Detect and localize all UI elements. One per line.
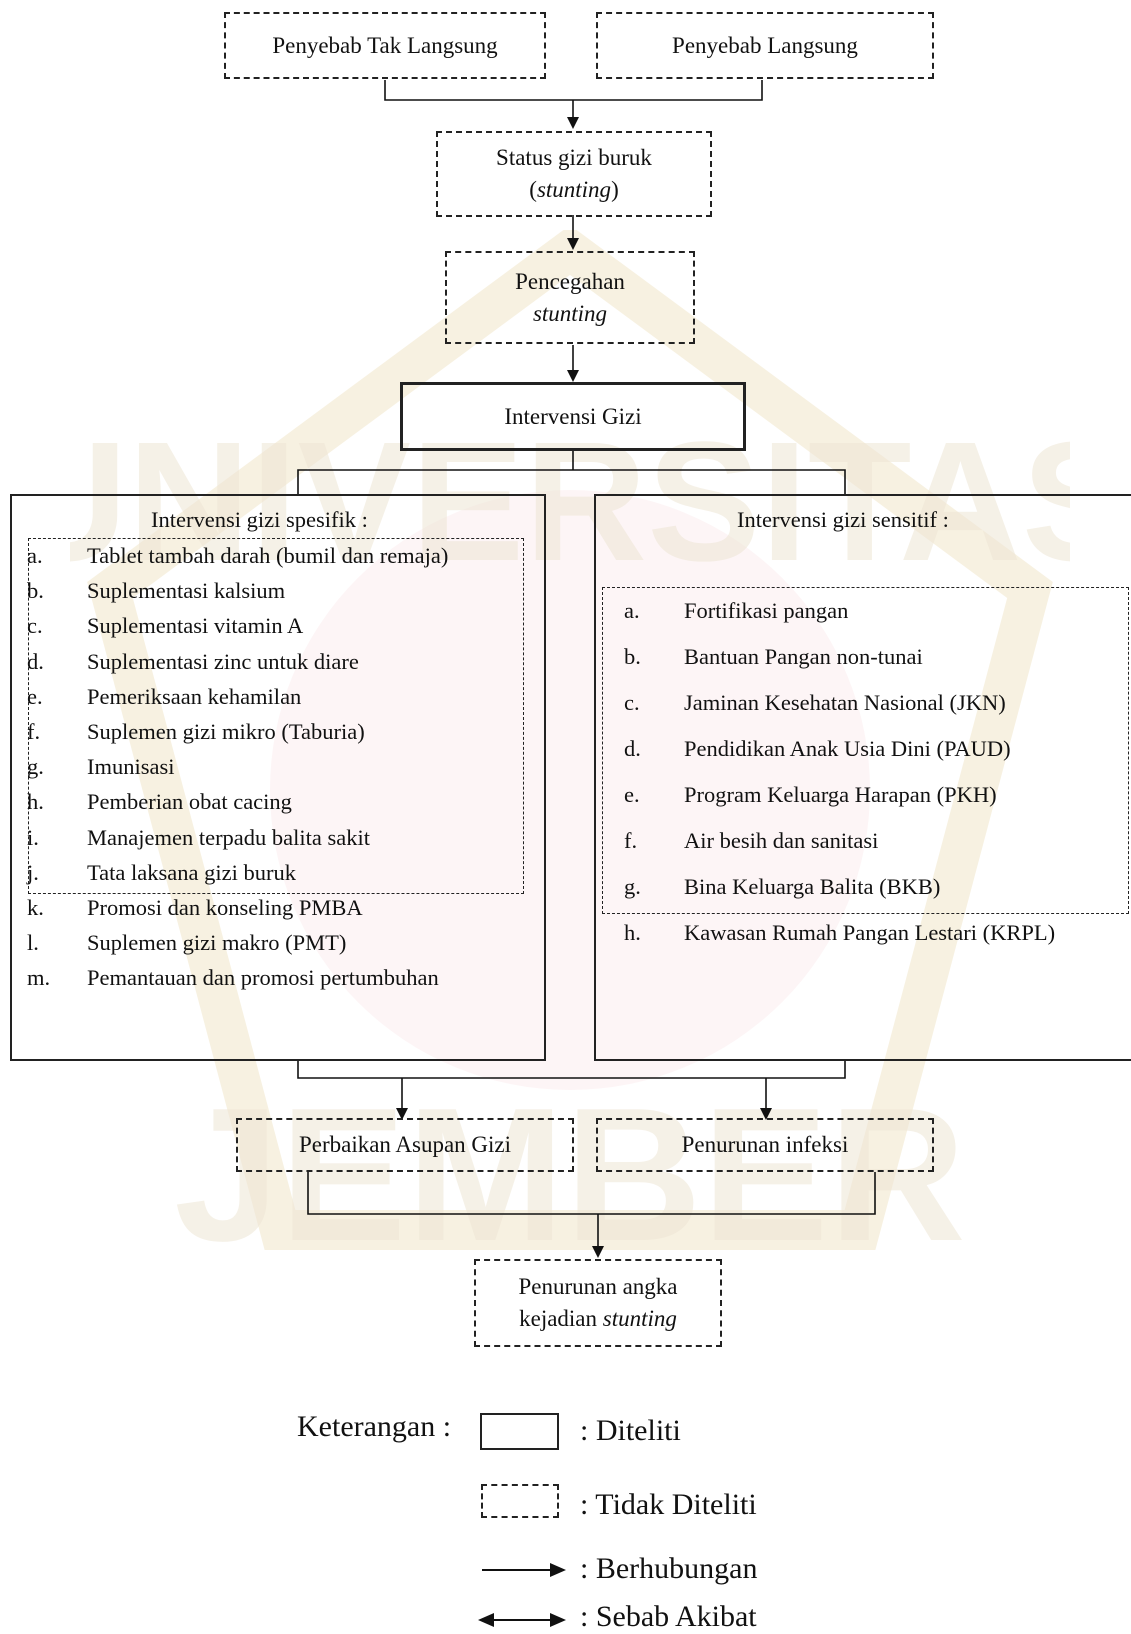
final-line2: kejadian stunting	[519, 1306, 677, 1331]
list-item-letter: g.	[624, 874, 641, 899]
connector-top-join	[384, 80, 763, 101]
list-item-letter: c.	[27, 613, 43, 639]
list-item-letter: e.	[624, 782, 640, 807]
connector-split	[297, 469, 846, 494]
indirect-cause-label: Penyebab Tak Langsung	[272, 32, 498, 58]
list-item-letter: b.	[27, 578, 44, 604]
list-item-letter: f.	[624, 828, 638, 853]
list-item-text: Suplemen gizi mikro (Taburia)	[87, 719, 365, 744]
prevention-line2: stunting	[532, 300, 608, 326]
legend-cause-effect-label: : Sebab Akibat	[580, 1600, 757, 1633]
connector-merge	[297, 1061, 846, 1079]
legend-title: Keterangan :	[297, 1410, 452, 1443]
list-item-letter: d.	[624, 736, 641, 761]
sensitive-intervention-box	[594, 494, 1131, 1061]
legend-arrow-cause-effect	[478, 1613, 566, 1627]
intake-box: Perbaikan Asupan Gizi	[236, 1118, 574, 1172]
sensitive-dashed-group	[602, 587, 1129, 914]
status-line2: (stunting)	[529, 177, 619, 202]
status-box: Status gizi buruk (stunting)	[436, 131, 712, 217]
list-item-letter: b.	[624, 644, 641, 669]
legend-arrow-related	[482, 1563, 566, 1577]
list-item-text: Program Keluarga Harapan (PKH)	[684, 782, 997, 807]
indirect-cause-box: Penyebab Tak Langsung	[224, 12, 546, 79]
intervention-label: Intervensi Gizi	[504, 403, 642, 429]
list-item-letter: a.	[624, 598, 640, 623]
connector-outcomes-join	[307, 1172, 876, 1215]
list-item-text: Suplemen gizi makro (PMT)	[87, 930, 347, 956]
list-item-letter: i.	[27, 824, 39, 850]
list-item-letter: h.	[27, 789, 44, 815]
specific-intervention-box	[10, 494, 546, 1061]
list-item-text: Bantuan Pangan non-tunai	[684, 644, 923, 669]
list-item-text: Manajemen terpadu balita sakit	[87, 824, 371, 850]
legend-related-label: : Berhubungan	[580, 1552, 758, 1585]
list-item-text: Jaminan Kesehatan Nasional (JKN)	[684, 690, 1006, 715]
final-line1: Penurunan angka	[518, 1274, 678, 1299]
direct-cause-box: Penyebab Langsung	[596, 12, 934, 79]
list-item-letter: k.	[27, 895, 44, 920]
list-item-text: Suplementasi zinc untuk diare	[87, 648, 359, 674]
list-item-letter: m.	[27, 965, 51, 991]
list-item-text: Tablet tambah darah (bumil dan remaja)	[87, 543, 449, 568]
list-item-text: Suplementasi vitamin A	[87, 613, 304, 639]
prevention-line1: Pencegahan	[515, 268, 625, 294]
intervention-box: Intervensi Gizi	[400, 382, 746, 451]
list-item-letter: e.	[27, 683, 43, 709]
list-item-letter: d.	[27, 648, 44, 674]
status-line1: Status gizi buruk	[496, 145, 652, 170]
list-item-letter: h.	[624, 920, 641, 945]
list-item-text: Bina Keluarga Balita (BKB)	[684, 874, 941, 899]
infection-box: Penurunan infeksi	[596, 1118, 934, 1172]
final-outcome-box: Penurunan angka kejadian stunting	[474, 1259, 722, 1347]
list-item-text: Pemantauan dan promosi pertumbuhan	[87, 965, 439, 991]
list-item-letter: c.	[624, 690, 640, 715]
infection-label: Penurunan infeksi	[681, 1132, 849, 1157]
direct-cause-label: Penyebab Langsung	[672, 32, 858, 58]
list-item-letter: f.	[27, 719, 41, 744]
legend-solid-swatch	[480, 1413, 559, 1450]
list-item-text: Pemeriksaan kehamilan	[87, 683, 302, 709]
list-item-letter: g.	[27, 754, 44, 780]
list-item-text: Kawasan Rumah Pangan Lestari (KRPL)	[684, 920, 1056, 945]
legend-not-studied-label: : Tidak Diteliti	[580, 1488, 757, 1521]
list-item-text: Promosi dan konseling PMBA	[87, 895, 363, 920]
list-item-letter: l.	[27, 930, 39, 956]
legend-dashed-swatch	[481, 1484, 559, 1518]
sensitive-title: Intervensi gizi sensitif :	[737, 507, 949, 532]
list-item-text: Air besih dan sanitasi	[684, 828, 879, 853]
intake-label: Perbaikan Asupan Gizi	[298, 1132, 512, 1157]
prevention-box: Pencegahan stunting	[445, 251, 695, 344]
specific-title: Intervensi gizi spesifik :	[151, 507, 368, 532]
list-item-text: Imunisasi	[87, 754, 175, 780]
list-item-text: Fortifikasi pangan	[684, 598, 849, 623]
list-item-text: Pendidikan Anak Usia Dini (PAUD)	[684, 736, 1011, 761]
legend-studied-label: : Diteliti	[580, 1414, 681, 1447]
list-item-text: Pemberian obat cacing	[87, 789, 292, 815]
list-item-text: Tata laksana gizi buruk	[87, 859, 296, 885]
specific-dashed-group	[28, 538, 524, 894]
list-item-letter: j.	[27, 859, 39, 885]
list-item-letter: a.	[27, 543, 43, 568]
list-item-text: Suplementasi kalsium	[87, 578, 286, 604]
